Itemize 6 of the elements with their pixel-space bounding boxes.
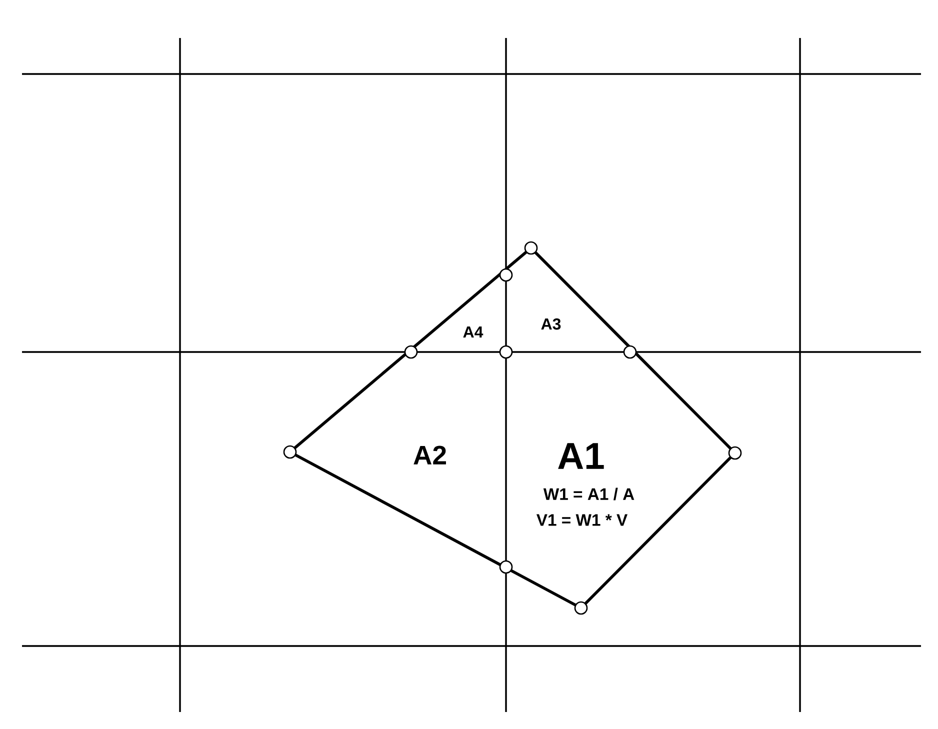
formula-text: V1 = W1 * V [536,514,628,526]
area-label: A4 [463,326,484,338]
formula-text: W1 = A1 / A [543,488,634,500]
area-label: A2 [414,446,446,464]
area-label: A3 [541,318,561,330]
area-label: A1 [558,443,604,469]
